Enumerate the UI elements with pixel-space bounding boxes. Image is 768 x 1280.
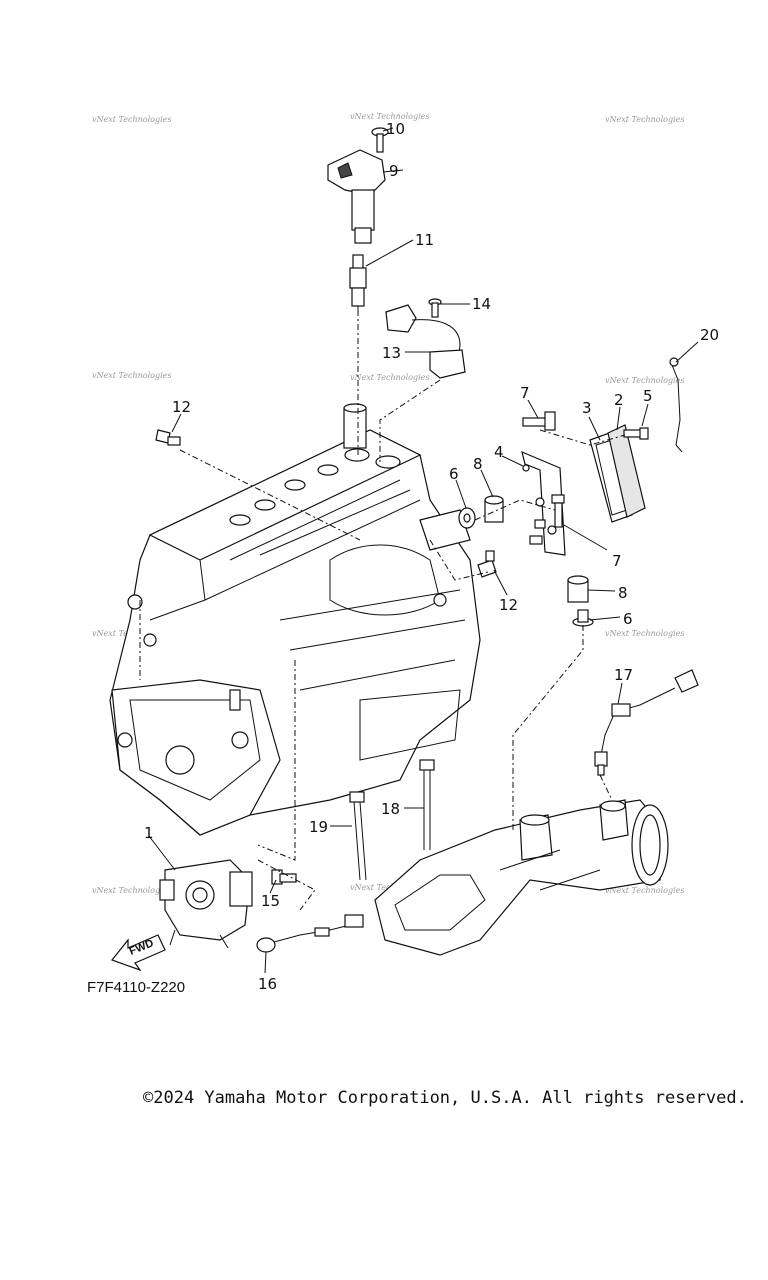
- callout-14: 14: [472, 295, 491, 313]
- watermark: vNext Technologies: [350, 112, 429, 121]
- callout-2: 2: [614, 391, 624, 409]
- callout-15: 15: [261, 892, 280, 910]
- part-8: [567, 575, 589, 603]
- diagram-code: F7F4110-Z220: [87, 979, 185, 996]
- callout-5: 5: [643, 387, 653, 405]
- watermark: vNext Technologies: [605, 115, 684, 124]
- fwd-arrow: FWD: [111, 934, 166, 972]
- part-12: [155, 429, 181, 446]
- part-6: [458, 507, 476, 529]
- part-17: [594, 669, 699, 776]
- part-12: [477, 550, 497, 578]
- exhaust-pipe: [374, 799, 669, 956]
- watermark: vNext Technologies: [92, 371, 171, 380]
- part-15: [271, 869, 297, 885]
- callout-17: 17: [614, 666, 633, 684]
- part-10: [371, 127, 389, 153]
- part-6: [572, 609, 594, 627]
- part-4: [521, 450, 566, 556]
- callout-20: 20: [700, 326, 719, 344]
- callout-9: 9: [389, 162, 399, 180]
- callout-8: 8: [618, 584, 628, 602]
- callout-12: 12: [499, 596, 518, 614]
- copyright-notice: ©2024 Yamaha Motor Corporation, U.S.A. A…: [143, 1088, 747, 1108]
- watermark: vNext Technologies: [605, 629, 684, 638]
- callout-10: 10: [386, 120, 405, 138]
- part-13: [385, 304, 466, 379]
- part-2: [607, 424, 646, 518]
- callout-18: 18: [381, 800, 400, 818]
- callout-11: 11: [415, 231, 434, 249]
- watermark: vNext Technologies: [350, 373, 429, 382]
- part-9: [327, 149, 386, 244]
- callout-13: 13: [382, 344, 401, 362]
- watermark: vNext Technologies: [92, 886, 171, 895]
- engine-block: [109, 403, 481, 836]
- callout-7: 7: [520, 384, 530, 402]
- part-16: [256, 914, 364, 953]
- callout-4: 4: [494, 443, 504, 461]
- part-1: [159, 859, 253, 949]
- watermark: vNext Technologies: [605, 886, 684, 895]
- part-7: [551, 494, 565, 528]
- leader-lines: [139, 127, 699, 974]
- part-11: [349, 254, 367, 312]
- part-7: [522, 411, 556, 431]
- part-20: [669, 357, 683, 453]
- part-18: [419, 759, 435, 850]
- part-8: [484, 495, 504, 523]
- callout-1: 1: [144, 824, 154, 842]
- callout-6: 6: [449, 465, 459, 483]
- callouts: 1 2 3 4 5 6 6 7 7 8 8 9 10 11 12 12 13 1…: [144, 120, 719, 993]
- callout-8: 8: [473, 455, 483, 473]
- callout-7: 7: [612, 552, 622, 570]
- part-14: [428, 298, 442, 318]
- part-5: [623, 427, 649, 440]
- callout-12: 12: [172, 398, 191, 416]
- callout-6: 6: [623, 610, 633, 628]
- callout-3: 3: [582, 399, 592, 417]
- watermark: vNext Technologies: [92, 115, 171, 124]
- callout-19: 19: [309, 818, 328, 836]
- callout-16: 16: [258, 975, 277, 993]
- part-19: [349, 791, 367, 881]
- watermark: vNext Technologies: [605, 376, 684, 385]
